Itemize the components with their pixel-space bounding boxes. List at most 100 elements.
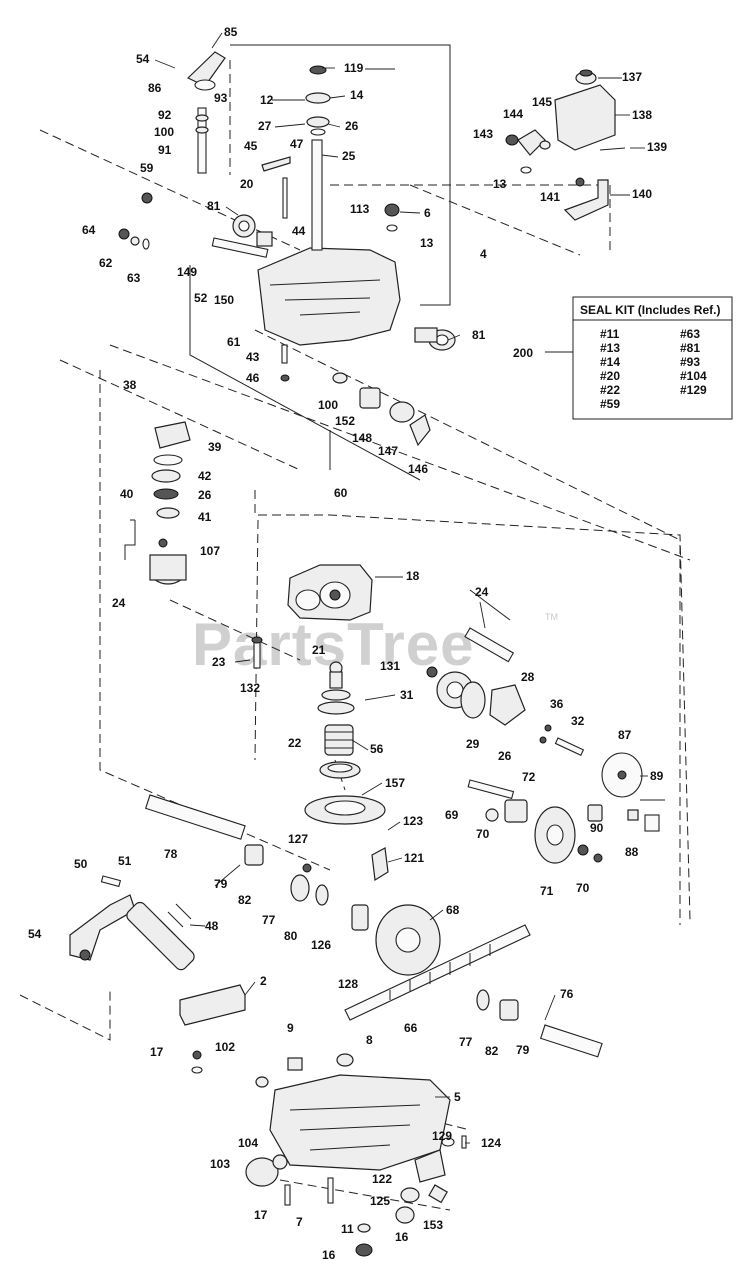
callout[interactable]: 22	[288, 736, 302, 750]
callout[interactable]: 146	[408, 462, 428, 476]
callout[interactable]: 153	[423, 1218, 443, 1232]
callout[interactable]: 51	[118, 854, 132, 868]
callout[interactable]: 144	[503, 107, 523, 121]
callout[interactable]: 24	[112, 596, 126, 610]
callout[interactable]: 149	[177, 265, 197, 279]
callout[interactable]: 26	[345, 119, 359, 133]
callout[interactable]: 11	[341, 1222, 354, 1236]
callout[interactable]: 81	[207, 199, 221, 213]
callout[interactable]: 26	[198, 488, 212, 502]
callout[interactable]: 80	[284, 929, 298, 943]
callout[interactable]: 60	[334, 486, 348, 500]
callout[interactable]: 44	[292, 224, 306, 238]
callout[interactable]: 28	[521, 670, 535, 684]
callout[interactable]: 48	[205, 919, 219, 933]
callout[interactable]: 91	[158, 143, 172, 157]
callout[interactable]: 76	[560, 987, 574, 1001]
callout[interactable]: 52	[194, 291, 208, 305]
callout[interactable]: 139	[647, 140, 667, 154]
callout[interactable]: 26	[498, 749, 512, 763]
callout[interactable]: 103	[210, 1157, 230, 1171]
callout[interactable]: 100	[318, 398, 338, 412]
callout[interactable]: 70	[576, 881, 590, 895]
callout[interactable]: 66	[404, 1021, 418, 1035]
callout[interactable]: 18	[406, 569, 420, 583]
callout[interactable]: 25	[342, 149, 356, 163]
callout[interactable]: 69	[445, 808, 459, 822]
callout[interactable]: 123	[403, 814, 423, 828]
callout[interactable]: 145	[532, 95, 552, 109]
callout[interactable]: 124	[481, 1136, 501, 1150]
callout[interactable]: 85	[224, 25, 238, 39]
callout[interactable]: 17	[254, 1208, 268, 1222]
callout[interactable]: 42	[198, 469, 212, 483]
callout[interactable]: 8	[366, 1033, 373, 1047]
callout[interactable]: 45	[244, 139, 258, 153]
callout[interactable]: 29	[466, 737, 480, 751]
callout[interactable]: 129	[432, 1129, 452, 1143]
callout[interactable]: 7	[296, 1215, 303, 1229]
callout[interactable]: 157	[385, 776, 405, 790]
callout[interactable]: 62	[99, 256, 113, 270]
callout[interactable]: 9	[287, 1021, 294, 1035]
callout[interactable]: 41	[198, 510, 212, 524]
callout[interactable]: 20	[240, 177, 254, 191]
callout[interactable]: 24	[475, 585, 489, 599]
callout[interactable]: 79	[516, 1043, 530, 1057]
callout[interactable]: 90	[590, 821, 604, 835]
callout[interactable]: 100	[154, 125, 174, 139]
callout[interactable]: 72	[522, 770, 536, 784]
callout[interactable]: 81	[472, 328, 486, 342]
callout[interactable]: 27	[258, 119, 272, 133]
callout[interactable]: 68	[446, 903, 460, 917]
callout[interactable]: 54	[136, 52, 150, 66]
callout[interactable]: 38	[123, 378, 137, 392]
callout[interactable]: 56	[370, 742, 384, 756]
callout[interactable]: 88	[625, 845, 639, 859]
callout[interactable]: 128	[338, 977, 358, 991]
callout[interactable]: 132	[240, 681, 260, 695]
callout[interactable]: 79	[214, 877, 228, 891]
callout[interactable]: 125	[370, 1194, 390, 1208]
callout[interactable]: 59	[140, 161, 154, 175]
callout[interactable]: 64	[82, 223, 96, 237]
callout[interactable]: 152	[335, 414, 355, 428]
callout[interactable]: 92	[158, 108, 172, 122]
callout[interactable]: 93	[214, 91, 228, 105]
callout[interactable]: 2	[260, 974, 267, 988]
callout[interactable]: 16	[395, 1230, 409, 1244]
callout[interactable]: 138	[632, 108, 652, 122]
callout[interactable]: 127	[288, 832, 308, 846]
callout[interactable]: 17	[150, 1045, 164, 1059]
callout[interactable]: 4	[480, 247, 487, 261]
callout[interactable]: 12	[260, 93, 274, 107]
callout[interactable]: 113	[350, 202, 370, 216]
callout[interactable]: 31	[400, 688, 414, 702]
callout[interactable]: 13	[493, 177, 507, 191]
callout[interactable]: 43	[246, 350, 260, 364]
callout[interactable]: 89	[650, 769, 664, 783]
callout[interactable]: 23	[212, 655, 226, 669]
callout[interactable]: 47	[290, 137, 304, 151]
callout[interactable]: 86	[148, 81, 162, 95]
callout[interactable]: 46	[246, 371, 260, 385]
callout[interactable]: 147	[378, 444, 398, 458]
callout[interactable]: 141	[540, 190, 560, 204]
callout[interactable]: 119	[344, 61, 364, 75]
callout[interactable]: 82	[238, 893, 252, 907]
callout[interactable]: 87	[618, 728, 632, 742]
callout[interactable]: 77	[459, 1035, 473, 1049]
callout[interactable]: 102	[215, 1040, 235, 1054]
callout[interactable]: 140	[632, 187, 652, 201]
callout[interactable]: 78	[164, 847, 178, 861]
callout[interactable]: 16	[322, 1248, 336, 1262]
callout[interactable]: 40	[120, 487, 134, 501]
callout[interactable]: 82	[485, 1044, 499, 1058]
callout[interactable]: 14	[350, 88, 364, 102]
callout[interactable]: 61	[227, 335, 241, 349]
callout[interactable]: 126	[311, 938, 331, 952]
callout[interactable]: 131	[380, 659, 400, 673]
callout[interactable]: 63	[127, 271, 141, 285]
callout[interactable]: 36	[550, 697, 564, 711]
callout[interactable]: 5	[454, 1090, 461, 1104]
